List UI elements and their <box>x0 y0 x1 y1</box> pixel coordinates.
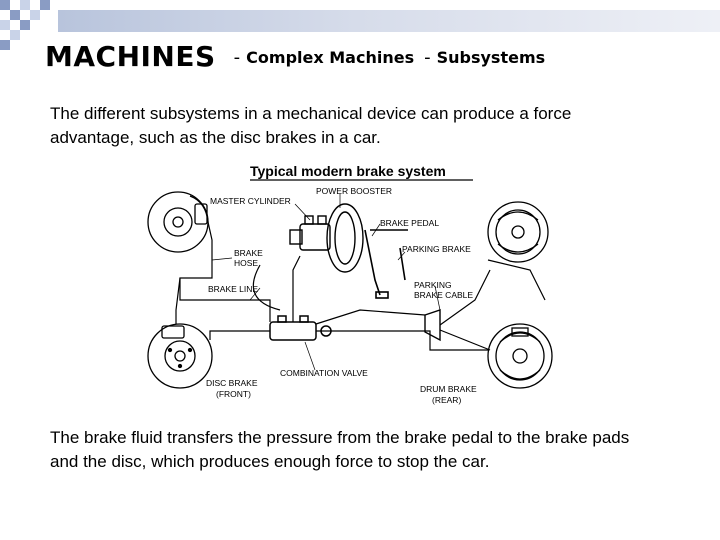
brake-system-diagram: Typical modern brake system <box>140 160 560 410</box>
parking-brake-equalizer-icon <box>424 309 441 342</box>
label-power-booster: POWER BOOSTER <box>316 186 392 196</box>
rear-drum-top-icon <box>487 201 549 263</box>
intro-line-1: The different subsystems in a mechanical… <box>50 104 572 123</box>
title-main: MACHINES <box>45 40 216 73</box>
label-parking-cable-1: PARKING <box>414 280 452 290</box>
brake-diagram-svg: Typical modern brake system <box>147 163 553 405</box>
label-brake-pedal: BRAKE PEDAL <box>380 218 439 228</box>
label-parking-brake: PARKING BRAKE <box>402 244 471 254</box>
label-pointers <box>211 194 441 371</box>
corner-checker-decoration <box>0 0 50 50</box>
label-brake-line: BRAKE LINE <box>208 284 258 294</box>
intro-paragraph: The different subsystems in a mechanical… <box>50 102 690 150</box>
header-gradient-bar <box>58 10 720 32</box>
combination-valve-icon <box>269 315 332 341</box>
label-disc-brake-1: DISC BRAKE <box>206 378 258 388</box>
label-parking-cable-2: BRAKE CABLE <box>414 290 473 300</box>
intro-line-2: advantage, such as the disc brakes in a … <box>50 128 381 147</box>
power-booster-icon <box>289 203 364 273</box>
label-drum-brake-1: DRUM BRAKE <box>420 384 477 394</box>
drum-brake-rear-icon <box>487 323 553 389</box>
label-brake-hose-2: HOSE <box>234 258 258 268</box>
title-separator: - <box>233 47 241 68</box>
title-section: Complex Machines <box>246 48 415 67</box>
brake-pedal-icon <box>364 229 408 299</box>
front-disc-brake-icon <box>147 323 213 389</box>
label-brake-hose-1: BRAKE <box>234 248 263 258</box>
diagram-title: Typical modern brake system <box>250 163 446 179</box>
title-subsection: Subsystems <box>436 48 546 67</box>
summary-line-1: The brake fluid transfers the pressure f… <box>50 428 630 447</box>
label-disc-brake-2: (FRONT) <box>216 389 251 399</box>
label-combination-valve: COMBINATION VALVE <box>280 368 368 378</box>
label-master-cylinder: MASTER CYLINDER <box>210 196 291 206</box>
summary-paragraph: The brake fluid transfers the pressure f… <box>50 426 690 474</box>
summary-line-2: and the disc, which produces enough forc… <box>50 452 490 471</box>
front-left-disc-icon <box>147 191 209 253</box>
label-drum-brake-2: (REAR) <box>432 395 461 405</box>
title-separator-2: - <box>424 47 431 68</box>
slide-title: MACHINES-Complex Machines-Subsystems <box>45 40 545 73</box>
